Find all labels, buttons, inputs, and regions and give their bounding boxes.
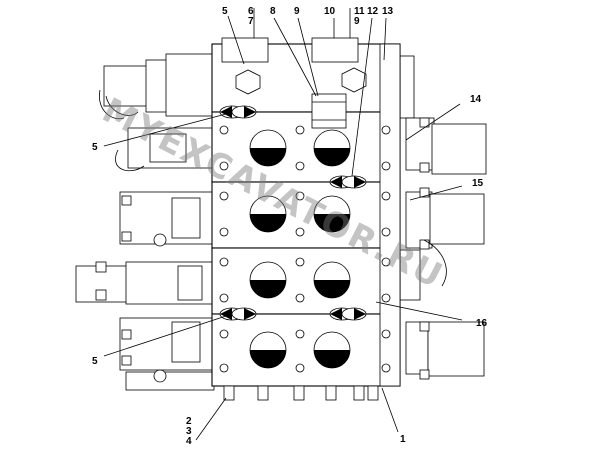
- callout-11: 11: [354, 6, 365, 17]
- callout-2: 2: [186, 416, 192, 427]
- callout-13: 13: [382, 6, 394, 17]
- callout-8: 8: [270, 6, 276, 17]
- callout-9-b: 9: [354, 16, 360, 27]
- callout-3: 3: [186, 426, 192, 437]
- port-pair-2: [249, 195, 351, 233]
- callout-5-upper: 5: [92, 142, 98, 153]
- callout-15: 15: [472, 178, 484, 189]
- callout-16: 16: [476, 318, 488, 329]
- section-ports: [249, 129, 351, 369]
- callout-6: 6: [248, 6, 254, 17]
- callout-14: 14: [470, 94, 482, 105]
- callout-5-top: 5: [222, 6, 228, 17]
- port-pair-1: [249, 129, 351, 167]
- mounting-bolts: [219, 125, 391, 373]
- callout-labels: 5 6 7 8 9 10 11 9 12 13 14 5 15 16 5 1 2…: [92, 6, 488, 447]
- port-pair-3: [249, 261, 351, 299]
- bottom-fittings: [223, 385, 379, 401]
- check-valves: [219, 105, 367, 321]
- right-actuators: [399, 55, 487, 380]
- callout-9-a: 9: [294, 6, 300, 17]
- callout-5-lower: 5: [92, 356, 98, 367]
- leader-lines: [103, 8, 463, 441]
- callout-4: 4: [186, 436, 192, 447]
- port-pair-4: [249, 331, 351, 369]
- left-actuators: [75, 53, 215, 391]
- callout-7: 7: [248, 16, 254, 27]
- callout-12: 12: [367, 6, 379, 17]
- callout-1: 1: [400, 434, 406, 445]
- callout-10: 10: [324, 6, 336, 17]
